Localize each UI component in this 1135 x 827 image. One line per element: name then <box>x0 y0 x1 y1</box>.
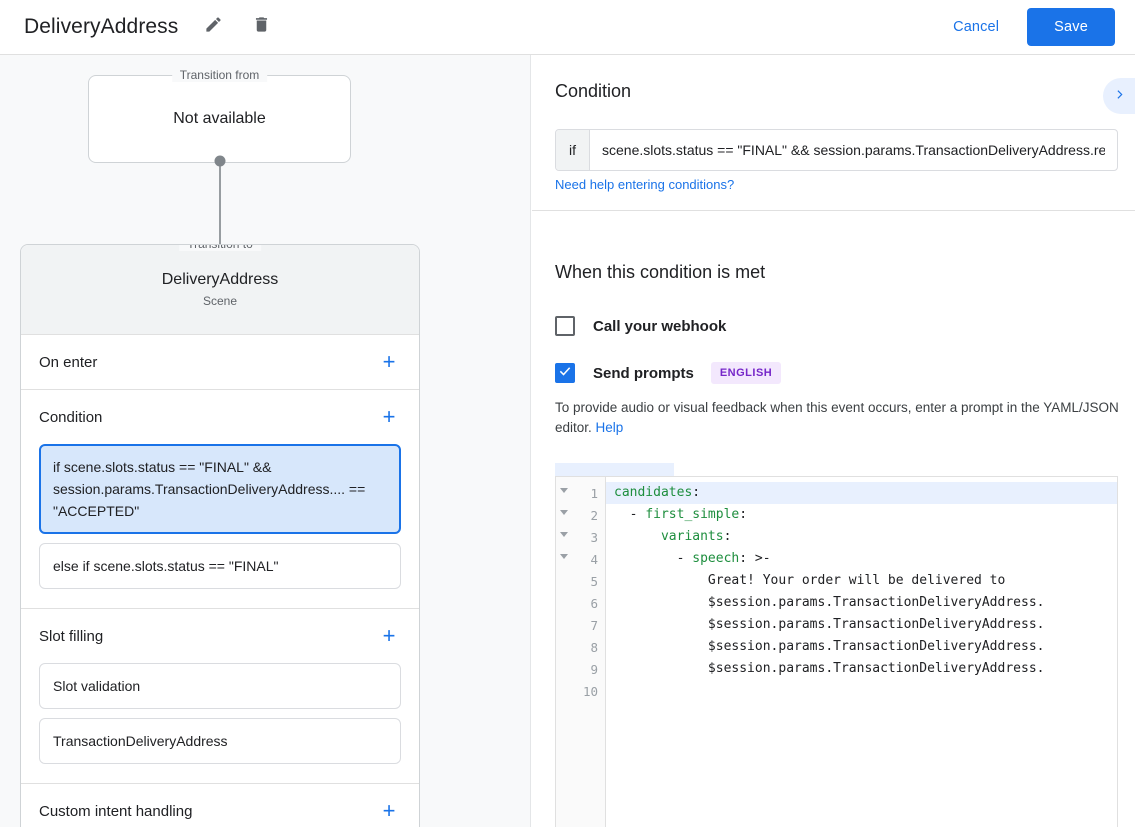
yaml-code-editor[interactable]: 1 2 3 4 5 6 7 8 9 10 candidates: - first_simple: … <box>555 476 1118 827</box>
line-number-text: 6 <box>590 595 598 611</box>
pencil-icon <box>204 15 223 39</box>
line-number-text: 10 <box>582 683 598 699</box>
collapse-panel-button[interactable] <box>1103 78 1135 114</box>
trash-icon <box>252 15 271 39</box>
checkmark-icon <box>558 364 572 383</box>
add-slot-filling-button[interactable]: + <box>377 625 401 647</box>
editor-line-number: 7 <box>556 614 605 636</box>
scene-name: DeliveryAddress <box>161 271 279 288</box>
editor-help-link[interactable]: Help <box>595 420 624 435</box>
editor-line-number: 5 <box>556 570 605 592</box>
line-number-text: 2 <box>590 507 598 523</box>
call-webhook-checkbox[interactable] <box>555 316 575 336</box>
call-webhook-label: Call your webhook <box>593 317 727 335</box>
line-number-text: 8 <box>590 639 598 655</box>
cancel-button[interactable]: Cancel <box>937 10 1015 44</box>
editor-code-line[interactable]: variants: <box>660 529 732 544</box>
fold-triangle-icon[interactable] <box>560 554 568 559</box>
editor-code-line[interactable] <box>606 680 1117 702</box>
add-condition-button[interactable]: + <box>377 406 401 428</box>
editor-line-number: 2 <box>556 504 605 526</box>
chevron-right-icon <box>1113 88 1126 104</box>
editor-code-line[interactable]: - speech: >- <box>614 551 771 566</box>
list-item[interactable]: TransactionDeliveryAddress <box>39 718 401 764</box>
fold-triangle-icon[interactable] <box>560 488 568 493</box>
line-number-text: 1 <box>590 485 598 501</box>
section-condition: Condition + if scene.slots.status == "FI… <box>21 389 419 608</box>
editor-helper-text: To provide audio or visual feedback when… <box>555 398 1121 438</box>
editor-line-number: 1 <box>556 482 605 504</box>
editor-code-line[interactable]: Great! Your order will be delivered to <box>707 573 1006 588</box>
transition-from-legend: Transition from <box>171 68 268 82</box>
editor-code-line[interactable]: $session.params.TransactionDeliveryAddre… <box>707 617 1045 632</box>
editor-code-line[interactable]: $session.params.TransactionDeliveryAddre… <box>707 595 1045 610</box>
condition-help-link[interactable]: Need help entering conditions? <box>555 177 735 192</box>
list-item[interactable]: if scene.slots.status == "FINAL" && sess… <box>39 444 401 534</box>
add-custom-intent-button[interactable]: + <box>377 800 401 822</box>
section-custom-intent-handling: Custom intent handling + <box>21 783 419 827</box>
section-title-on-enter: On enter <box>39 353 98 371</box>
transition-to-legend: Transition to <box>179 245 261 251</box>
editor-line-number: 10 <box>556 680 605 702</box>
editor-code-line[interactable]: candidates: <box>606 482 1117 504</box>
condition-expression-field[interactable]: if <box>555 129 1118 171</box>
fold-triangle-icon[interactable] <box>560 510 568 515</box>
delete-button[interactable] <box>246 12 276 42</box>
if-prefix-label: if <box>556 130 590 170</box>
section-title-custom-intent-handling: Custom intent handling <box>39 802 193 820</box>
page-title: DeliveryAddress <box>24 15 179 38</box>
editor-helper-sentence: To provide audio or visual feedback when… <box>555 400 1119 435</box>
when-condition-met-section: When this condition is met Call your web… <box>532 211 1135 502</box>
editor-code-line[interactable]: $session.params.TransactionDeliveryAddre… <box>707 661 1045 676</box>
when-met-heading: When this condition is met <box>555 262 766 282</box>
list-item[interactable]: Slot validation <box>39 663 401 709</box>
line-number-text: 9 <box>590 661 598 677</box>
section-title-condition: Condition <box>39 408 103 426</box>
editor-line-number: 6 <box>556 592 605 614</box>
editor-line-number: 4 <box>556 548 605 570</box>
editor-line-number-gutter: 1 2 3 4 5 6 7 8 9 10 <box>556 477 606 827</box>
save-button[interactable]: Save <box>1027 8 1115 46</box>
add-on-enter-button[interactable]: + <box>377 351 401 373</box>
transition-graph-panel: Transition from Not available Transition… <box>0 55 531 827</box>
slot-filling-list: Slot validation TransactionDeliveryAddre… <box>39 663 401 783</box>
editor-code-line[interactable]: - first_simple: <box>614 507 748 522</box>
section-on-enter: On enter + <box>21 334 419 389</box>
editor-line-number: 9 <box>556 658 605 680</box>
send-prompts-label: Send prompts <box>593 364 694 382</box>
scene-type: Scene <box>202 294 238 308</box>
language-badge: ENGLISH <box>710 362 782 384</box>
section-title-slot-filling: Slot filling <box>39 627 104 645</box>
line-number-text: 5 <box>590 573 598 589</box>
line-number-text: 4 <box>590 551 598 567</box>
send-prompts-row[interactable]: Send prompts ENGLISH <box>555 362 1135 384</box>
editor-line-number: 3 <box>556 526 605 548</box>
section-slot-filling: Slot filling + Slot validation Transacti… <box>21 608 419 783</box>
line-number-text: 3 <box>590 529 598 545</box>
condition-list: if scene.slots.status == "FINAL" && sess… <box>39 444 401 608</box>
header-actions: Cancel Save <box>937 8 1115 46</box>
editor-code-area[interactable]: candidates: - first_simple: variants: - … <box>606 477 1117 827</box>
app-header: DeliveryAddress Cancel Save <box>0 0 1135 55</box>
scene-header[interactable]: DeliveryAddress Scene <box>21 245 419 334</box>
send-prompts-checkbox[interactable] <box>555 363 575 383</box>
transition-to-card: Transition to DeliveryAddress Scene On e… <box>20 244 420 827</box>
condition-section: Condition if Need help entering conditio… <box>532 55 1135 211</box>
editor-line-number: 8 <box>556 636 605 658</box>
condition-heading: Condition <box>555 81 632 101</box>
webhook-row[interactable]: Call your webhook <box>555 316 1135 336</box>
transition-from-card[interactable]: Transition from Not available <box>88 68 351 163</box>
fold-triangle-icon[interactable] <box>560 532 568 537</box>
list-item[interactable]: else if scene.slots.status == "FINAL" <box>39 543 401 589</box>
transition-from-value: Not available <box>173 110 266 127</box>
line-number-text: 7 <box>590 617 598 633</box>
edit-name-button[interactable] <box>198 12 228 42</box>
condition-input[interactable] <box>590 130 1117 170</box>
editor-code-line[interactable]: $session.params.TransactionDeliveryAddre… <box>707 639 1045 654</box>
